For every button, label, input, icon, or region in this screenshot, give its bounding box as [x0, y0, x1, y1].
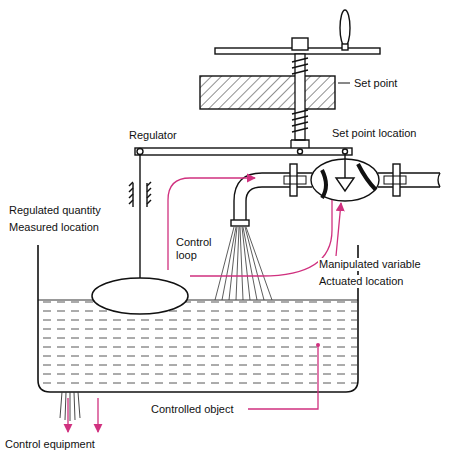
set-point-plate: [200, 76, 350, 109]
part-label: Control loop: [175, 236, 221, 262]
lever: [135, 148, 352, 155]
part-label: Set point: [353, 77, 398, 90]
drain-outflow: [60, 392, 80, 421]
float-rod: [129, 155, 151, 280]
signal-paths: [68, 178, 341, 432]
part-label: Control equipment: [4, 438, 96, 451]
part-label: Regulator: [128, 129, 178, 142]
screw: [291, 54, 309, 150]
valve: [284, 154, 406, 201]
part-label: Measured location: [8, 221, 100, 234]
signal-dot: [316, 343, 320, 347]
part-label: Set point location: [331, 127, 417, 140]
handwheel: [215, 10, 380, 54]
part-label: Manipulated variable: [318, 258, 422, 271]
part-label: Controlled object: [150, 403, 235, 416]
part-label: Regulated quantity: [8, 204, 102, 217]
float: [92, 278, 188, 314]
water-spray: [215, 227, 272, 300]
part-label: Actuated location: [318, 275, 404, 288]
